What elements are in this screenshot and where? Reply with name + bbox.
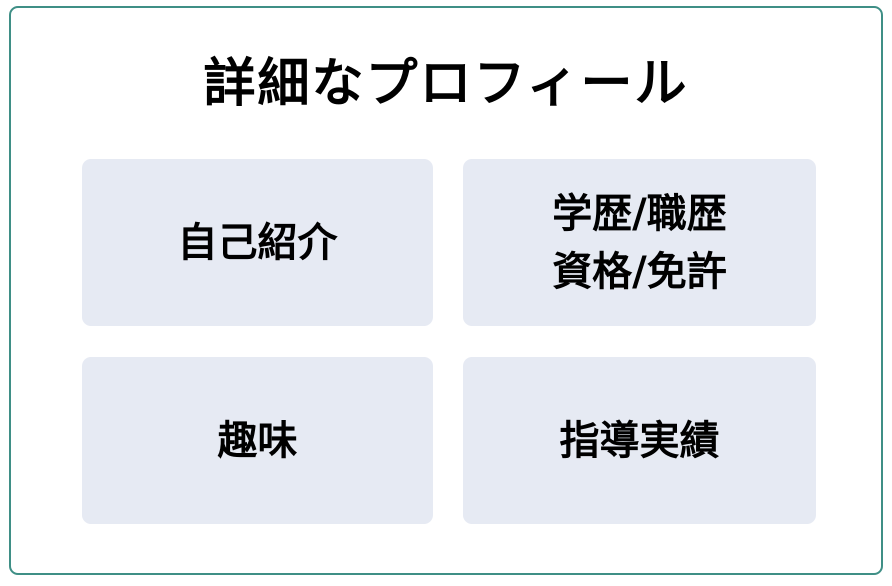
card-label: 自己紹介 bbox=[177, 219, 338, 266]
card-self-introduction[interactable]: 自己紹介 bbox=[82, 159, 433, 326]
card-label: 趣味 bbox=[217, 417, 298, 464]
card-label-line1: 学歴/職歴 bbox=[552, 190, 727, 237]
card-label-line2: 資格/免許 bbox=[552, 248, 727, 295]
card-label: 指導実績 bbox=[559, 417, 720, 464]
card-education-career-qualifications[interactable]: 学歴/職歴 資格/免許 bbox=[463, 159, 816, 326]
card-coaching-achievements[interactable]: 指導実績 bbox=[463, 357, 816, 524]
card-hobbies[interactable]: 趣味 bbox=[82, 357, 433, 524]
page-title: 詳細なプロフィール bbox=[203, 54, 689, 114]
